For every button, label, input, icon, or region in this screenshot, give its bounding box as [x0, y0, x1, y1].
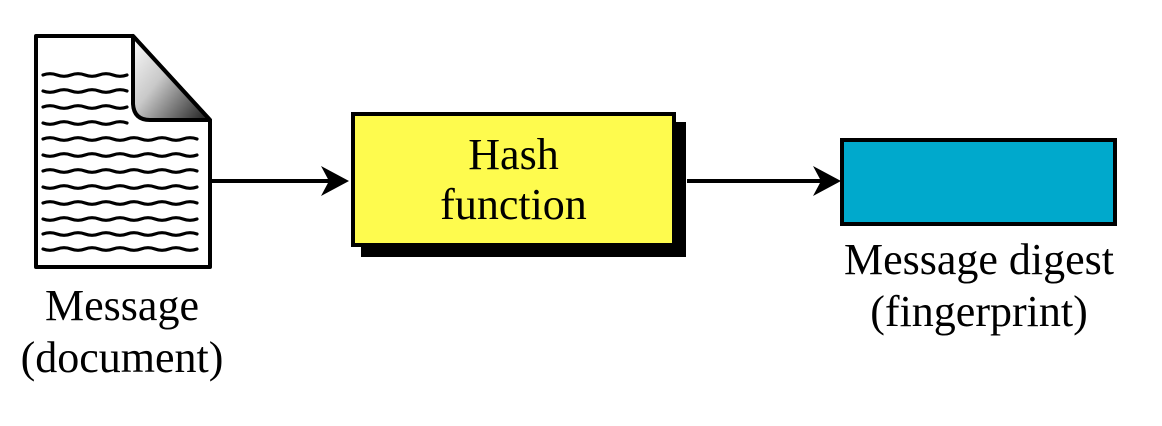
arrowhead-icon	[813, 166, 841, 196]
hash-function-box: Hash function	[351, 112, 676, 247]
arrowhead-icon	[321, 166, 349, 196]
arrow-hash-to-digest	[687, 166, 841, 196]
message-digest-caption-line2: (fingerprint)	[870, 287, 1088, 336]
hash-function-label-line2: function	[440, 179, 587, 229]
message-caption-line2: (document)	[20, 333, 224, 382]
message-digest-caption: Message digest (fingerprint)	[808, 234, 1150, 338]
hash-function-label-line1: Hash	[468, 129, 559, 179]
message-digest-caption-line1: Message digest	[843, 235, 1115, 284]
message-digest-box	[840, 138, 1117, 226]
message-caption: Message (document)	[0, 280, 244, 384]
document-fold-corner	[131, 34, 212, 122]
arrow-message-to-hash	[211, 166, 349, 196]
message-caption-line1: Message	[45, 281, 199, 330]
document-icon	[34, 34, 212, 269]
